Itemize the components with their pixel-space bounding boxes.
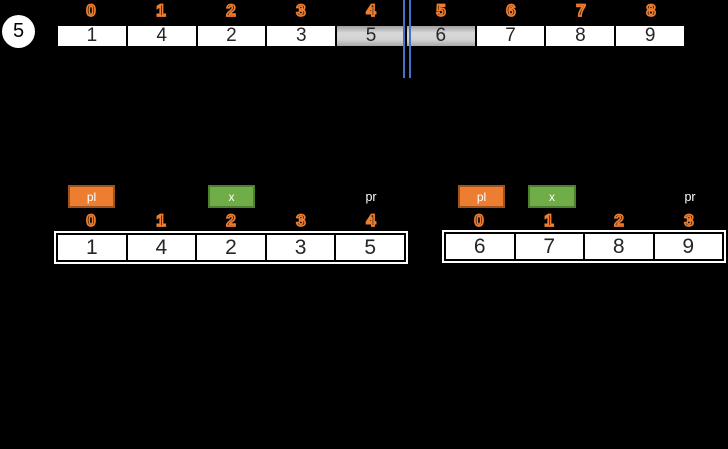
array-index: 5: [435, 0, 446, 21]
array-cell: 5: [336, 235, 404, 260]
array-cell-highlighted: 5: [337, 25, 407, 46]
array-cell: 1: [58, 25, 128, 46]
array-cell: 9: [654, 234, 722, 259]
array-index: 8: [645, 0, 656, 21]
array-index: 2: [225, 0, 236, 21]
array-index: 3: [295, 0, 306, 21]
array-cell: 3: [267, 25, 338, 46]
array-index: 3: [295, 210, 306, 231]
array-index: 2: [613, 210, 624, 231]
split-marker: [403, 0, 411, 78]
array-index: 4: [365, 0, 376, 21]
pivot-circle: 5: [2, 15, 35, 48]
pl-pointer-badge-right: pl: [458, 185, 505, 208]
array-index: 1: [155, 0, 166, 21]
array-cell: 6: [446, 234, 516, 259]
array-index: 0: [85, 210, 96, 231]
right-subarray-index-row: 0 1 2 3: [444, 210, 724, 231]
array-cell: 9: [616, 25, 685, 46]
array-index: 1: [543, 210, 554, 231]
left-subarray: 1 4 2 3 5: [54, 231, 408, 264]
x-pivot-badge-right: x: [528, 185, 576, 208]
array-cell: 2: [197, 235, 267, 260]
left-subarray-index-row: 0 1 2 3 4: [56, 210, 406, 231]
pr-pointer-label-left: pr: [365, 190, 377, 204]
array-cell: 1: [58, 235, 128, 260]
array-index: 1: [155, 210, 166, 231]
pl-pointer-badge-left: pl: [68, 185, 115, 208]
array-cell: 7: [476, 25, 547, 46]
array-index: 7: [575, 0, 586, 21]
array-index: 0: [85, 0, 96, 21]
main-array-index-row: 0 1 2 3 4 5 6 7 8: [56, 0, 686, 21]
pr-pointer-label-right: pr: [684, 190, 696, 204]
array-index: 2: [225, 210, 236, 231]
array-index: 4: [365, 210, 376, 231]
array-cell: 3: [266, 235, 337, 260]
x-pivot-badge-left: x: [208, 185, 255, 208]
main-array: 1 4 2 3 5 6 7 8 9: [56, 24, 686, 48]
array-cell: 4: [127, 235, 198, 260]
array-cell: 7: [515, 234, 585, 259]
array-cell: 8: [585, 234, 655, 259]
array-cell: 4: [127, 25, 198, 46]
array-index: 6: [505, 0, 516, 21]
array-cell-highlighted: 6: [406, 25, 477, 46]
array-cell: 2: [197, 25, 268, 46]
array-index: 3: [683, 210, 694, 231]
array-cell: 8: [546, 25, 617, 46]
right-subarray: 6 7 8 9: [442, 230, 726, 263]
array-index: 0: [473, 210, 484, 231]
